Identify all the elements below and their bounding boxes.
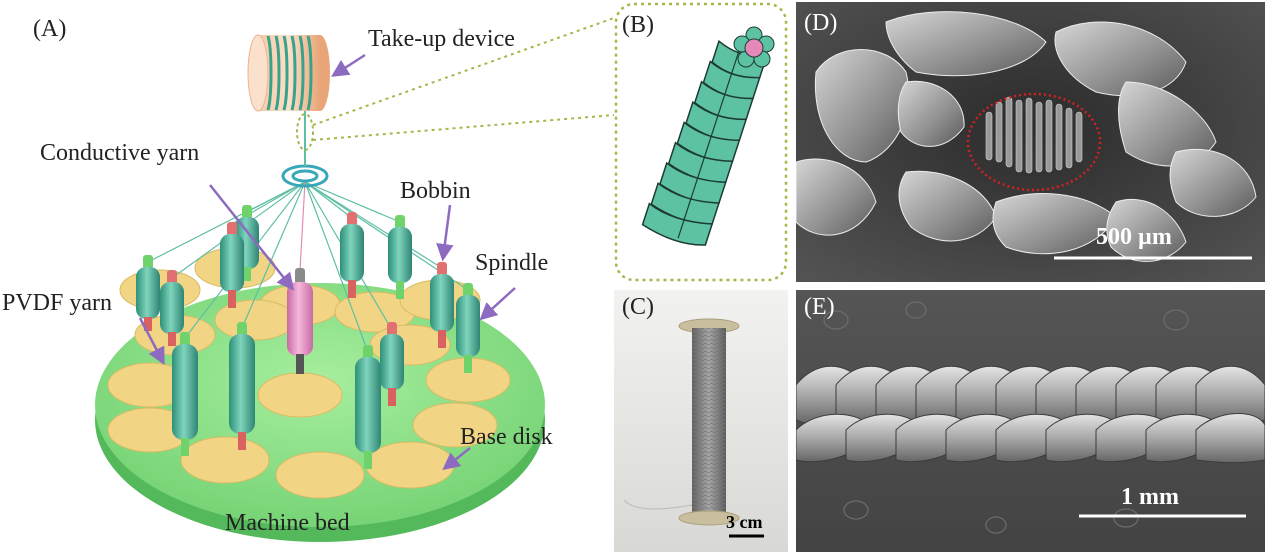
base-disks (107, 247, 511, 499)
yarn-spool-photo (614, 290, 788, 552)
panel-c: (C) 3 cm (614, 290, 788, 552)
panel-a: (A) Take-up device Conductive yarn Bobbi… (0, 0, 600, 552)
zoom-lines (312, 17, 615, 141)
bobbins (136, 205, 480, 469)
callout-arrows (138, 53, 516, 471)
core-fibers (985, 96, 1083, 174)
panel-d-scale-text: 500 µm (1096, 224, 1172, 250)
conductive-yarn-label: Conductive yarn (40, 140, 200, 166)
braided-yarn-icon (614, 2, 788, 282)
panel-a-label: (A) (33, 16, 67, 42)
panel-e-label: (E) (804, 294, 835, 320)
spindle-label: Spindle (475, 250, 549, 276)
panel-e: (E) 1 mm (796, 290, 1265, 552)
panel-e-scale-text: 1 mm (1121, 484, 1179, 510)
yarn-cross-section (733, 26, 775, 68)
panel-c-scale-text: 3 cm (726, 512, 763, 532)
panel-c-label: (C) (622, 294, 654, 320)
bobbin-label: Bobbin (400, 178, 471, 204)
yarn-zoom-marker (296, 113, 314, 151)
take-up-spool-icon (247, 34, 330, 112)
pvdf-yarn-label: PVDF yarn (2, 290, 113, 316)
core-highlight-ellipse (966, 92, 1102, 192)
sem-braid-image (796, 290, 1265, 552)
panel-d-label: (D) (804, 10, 838, 36)
base-disk-label: Base disk (460, 424, 553, 450)
panel-b-label: (B) (622, 12, 654, 38)
take-up-device-label: Take-up device (368, 26, 515, 52)
panel-d: (D) 500 µm (796, 2, 1265, 282)
braiding-machine-illustration (95, 34, 545, 542)
machine-bed-label: Machine bed (225, 510, 350, 536)
panel-b: (B) (614, 2, 788, 282)
sem-cross-section-image (796, 2, 1265, 282)
